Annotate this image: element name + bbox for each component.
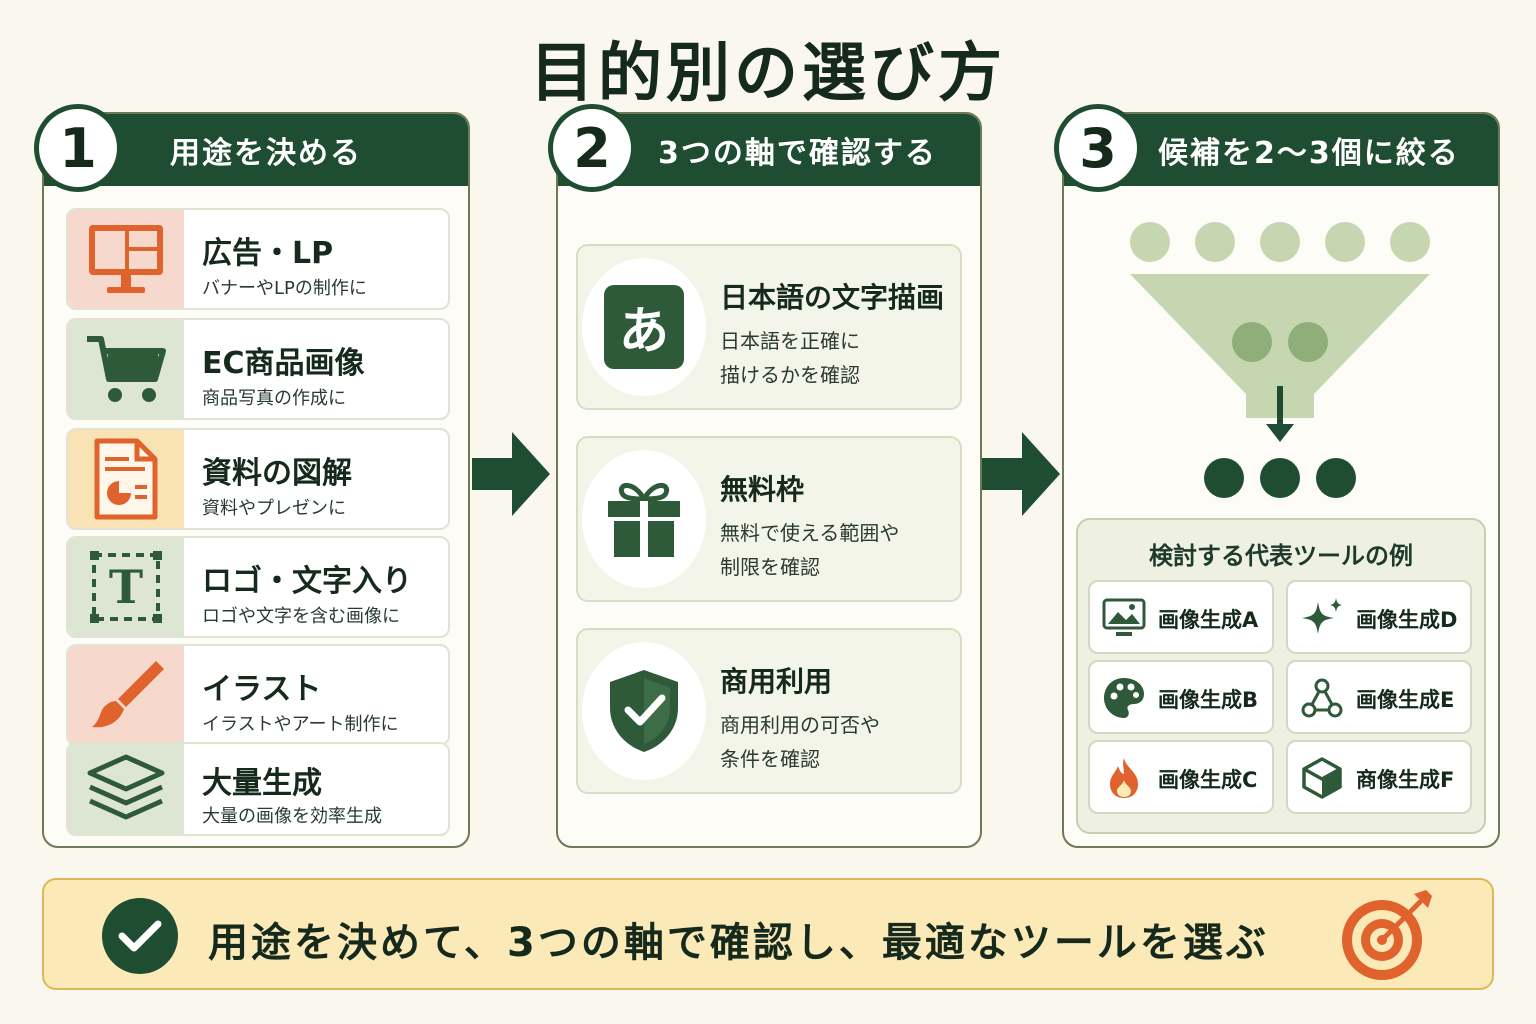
cart-icon (68, 320, 184, 418)
axis-item-free-tier[interactable]: 無料枠 無料で使える範囲や 制限を確認 (576, 436, 962, 602)
tool-card-c[interactable]: 画像生成C (1088, 740, 1274, 814)
sparkle-icon (1300, 596, 1344, 640)
step-2-number: 2 (548, 104, 636, 192)
target-icon (1342, 890, 1432, 980)
svg-text:T: T (109, 560, 143, 614)
use-item-docs[interactable]: 資料の図解 資料やプレゼンに (66, 428, 450, 530)
use-item-bulk[interactable]: 大量生成 大量の画像を効率生成 (66, 742, 450, 836)
axis-description-line: 商用利用の可否や (720, 713, 880, 737)
funnel-icon (1130, 222, 1430, 498)
tool-card-e[interactable]: 画像生成E (1286, 660, 1472, 734)
use-item-logo[interactable]: T ロゴ・文字入り ロゴや文字を含む画像に (66, 536, 450, 638)
page-title: 目的別の選び方 (530, 37, 1006, 111)
document-chart-icon (68, 430, 184, 528)
use-subtitle: イラストやアート制作に (202, 714, 399, 735)
check-icon (102, 898, 178, 974)
axis-title: 商用利用 (720, 665, 833, 698)
step-1-heading: 用途を決める (170, 136, 362, 171)
axis-title: 日本語の文字描画 (720, 281, 945, 314)
cube-icon (1300, 756, 1344, 800)
use-title: 資料の図解 (202, 456, 352, 491)
summary-banner: 用途を決めて、3つの軸で確認し、最適なツールを選ぶ (42, 878, 1494, 990)
tool-label: 画像生成A (1158, 608, 1259, 632)
use-subtitle: 商品写真の作成に (202, 388, 346, 409)
summary-text: 用途を決めて、3つの軸で確認し、最適なツールを選ぶ (208, 920, 1269, 966)
use-title: ロゴ・文字入り (202, 564, 412, 599)
axis-item-commercial[interactable]: 商用利用 商用利用の可否や 条件を確認 (576, 628, 962, 794)
use-item-illust[interactable]: イラスト イラストやアート制作に (66, 644, 450, 746)
step-3-panel: 候補を2〜3個に絞る 3 検討する代表ツールの例 画像生成A 画像生成D (1054, 104, 1500, 848)
use-subtitle: 大量の画像を効率生成 (202, 806, 382, 827)
text-frame-icon: T (68, 538, 184, 636)
axis-title: 無料枠 (720, 473, 805, 506)
tool-examples-box: 検討する代表ツールの例 画像生成A 画像生成D 画像生成B 画像生成E (1076, 518, 1486, 834)
monitor-icon (68, 210, 184, 308)
axis-description-line: 日本語を正確に (720, 329, 860, 353)
tool-label: 商像生成F (1356, 768, 1455, 792)
axis-description-line: 描けるかを確認 (720, 363, 860, 387)
use-item-ad-lp[interactable]: 広告・LP バナーやLPの制作に (66, 208, 450, 310)
tool-card-f[interactable]: 商像生成F (1286, 740, 1472, 814)
use-title: 大量生成 (202, 766, 322, 801)
step-2-heading: 3つの軸で確認する (658, 136, 937, 171)
step-1-number: 1 (34, 104, 122, 192)
gift-icon (582, 450, 706, 588)
axis-item-japanese-text[interactable]: あ 日本語の文字描画 日本語を正確に 描けるかを確認 (576, 244, 962, 410)
arrow-right-icon (982, 432, 1060, 516)
tool-card-a[interactable]: 画像生成A (1088, 580, 1274, 654)
layers-icon (68, 744, 184, 834)
axis-description-line: 条件を確認 (720, 747, 820, 771)
nodes-icon (1300, 676, 1344, 720)
shield-check-icon (582, 642, 706, 780)
tool-label: 画像生成C (1158, 768, 1258, 792)
use-subtitle: ロゴや文字を含む画像に (202, 606, 400, 627)
hiragana-glyph: あ (604, 285, 684, 369)
tool-label: 画像生成D (1356, 608, 1458, 632)
brush-icon (68, 646, 184, 744)
step-3-heading: 候補を2〜3個に絞る (1158, 136, 1460, 171)
palette-icon (1102, 676, 1146, 720)
tool-card-d[interactable]: 画像生成D (1286, 580, 1472, 654)
axis-description-line: 無料で使える範囲や (720, 521, 900, 545)
tool-card-b[interactable]: 画像生成B (1088, 660, 1274, 734)
image-monitor-icon (1102, 596, 1146, 640)
use-subtitle: 資料やプレゼンに (202, 498, 346, 519)
use-title: イラスト (202, 672, 322, 707)
tool-examples-title: 検討する代表ツールの例 (1149, 542, 1413, 570)
use-title: 広告・LP (202, 236, 334, 271)
step-2-panel: 3つの軸で確認する 2 あ 日本語の文字描画 日本語を正確に 描けるかを確認 無… (548, 104, 982, 848)
axis-description: 無料で使える範囲や 制限を確認 (720, 516, 899, 584)
step-2-header: 3つの軸で確認する (558, 114, 980, 186)
use-title: EC商品画像 (202, 346, 365, 381)
step-1-panel: 用途を決める 1 広告・LP バナーやLPの制作に EC商品画像 商品写真の作成… (34, 104, 470, 848)
flame-icon (1102, 756, 1146, 800)
tool-label: 画像生成E (1356, 688, 1455, 712)
hiragana-a-icon: あ (582, 258, 706, 396)
axis-description: 日本語を正確に 描けるかを確認 (720, 324, 860, 392)
axis-description-line: 制限を確認 (720, 555, 820, 579)
use-subtitle: バナーやLPの制作に (202, 278, 367, 299)
axis-description: 商用利用の可否や 条件を確認 (720, 708, 880, 776)
use-item-ec[interactable]: EC商品画像 商品写真の作成に (66, 318, 450, 420)
arrow-right-icon (472, 432, 550, 516)
step-3-number: 3 (1054, 104, 1142, 192)
tool-label: 画像生成B (1158, 688, 1259, 712)
